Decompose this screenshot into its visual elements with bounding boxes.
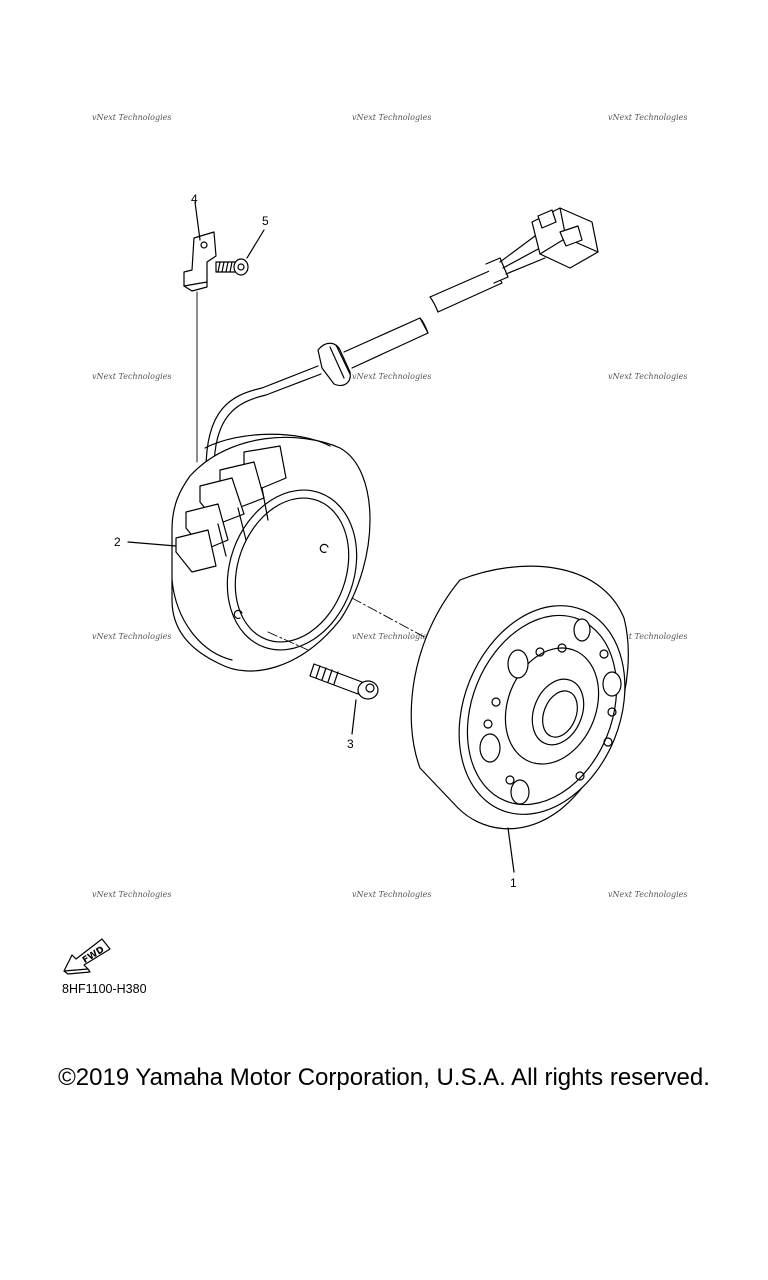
part-1-rotor [410, 565, 629, 873]
watermark: vNext Technologies [608, 372, 688, 381]
fwd-arrow-icon: FWD [62, 935, 114, 975]
callout-3: 3 [347, 737, 354, 751]
watermark: vNext Technologies [352, 632, 432, 641]
callout-1: 1 [510, 876, 517, 890]
watermark: vNext Technologies [92, 890, 172, 899]
watermark: vNext Technologies [352, 113, 432, 122]
watermark: vNext Technologies [92, 632, 172, 641]
watermark: vNext Technologies [352, 372, 432, 381]
callout-5: 5 [262, 214, 269, 228]
part-2-stator [127, 433, 371, 672]
diagram-code: 8HF1100-H380 [62, 982, 147, 996]
callout-2: 2 [114, 535, 121, 549]
watermark: vNext Technologies [608, 113, 688, 122]
watermark: vNext Technologies [608, 890, 688, 899]
part-3-bolt [309, 663, 379, 735]
watermark: vNext Technologies [608, 632, 688, 641]
wire-harness [205, 207, 599, 471]
part-5-screw [215, 229, 265, 276]
watermark: vNext Technologies [92, 113, 172, 122]
watermark: vNext Technologies [352, 890, 432, 899]
part-4-bracket [183, 201, 217, 292]
copyright-text: ©2019 Yamaha Motor Corporation, U.S.A. A… [58, 1064, 710, 1091]
callout-4: 4 [191, 192, 198, 206]
watermark: vNext Technologies [92, 372, 172, 381]
